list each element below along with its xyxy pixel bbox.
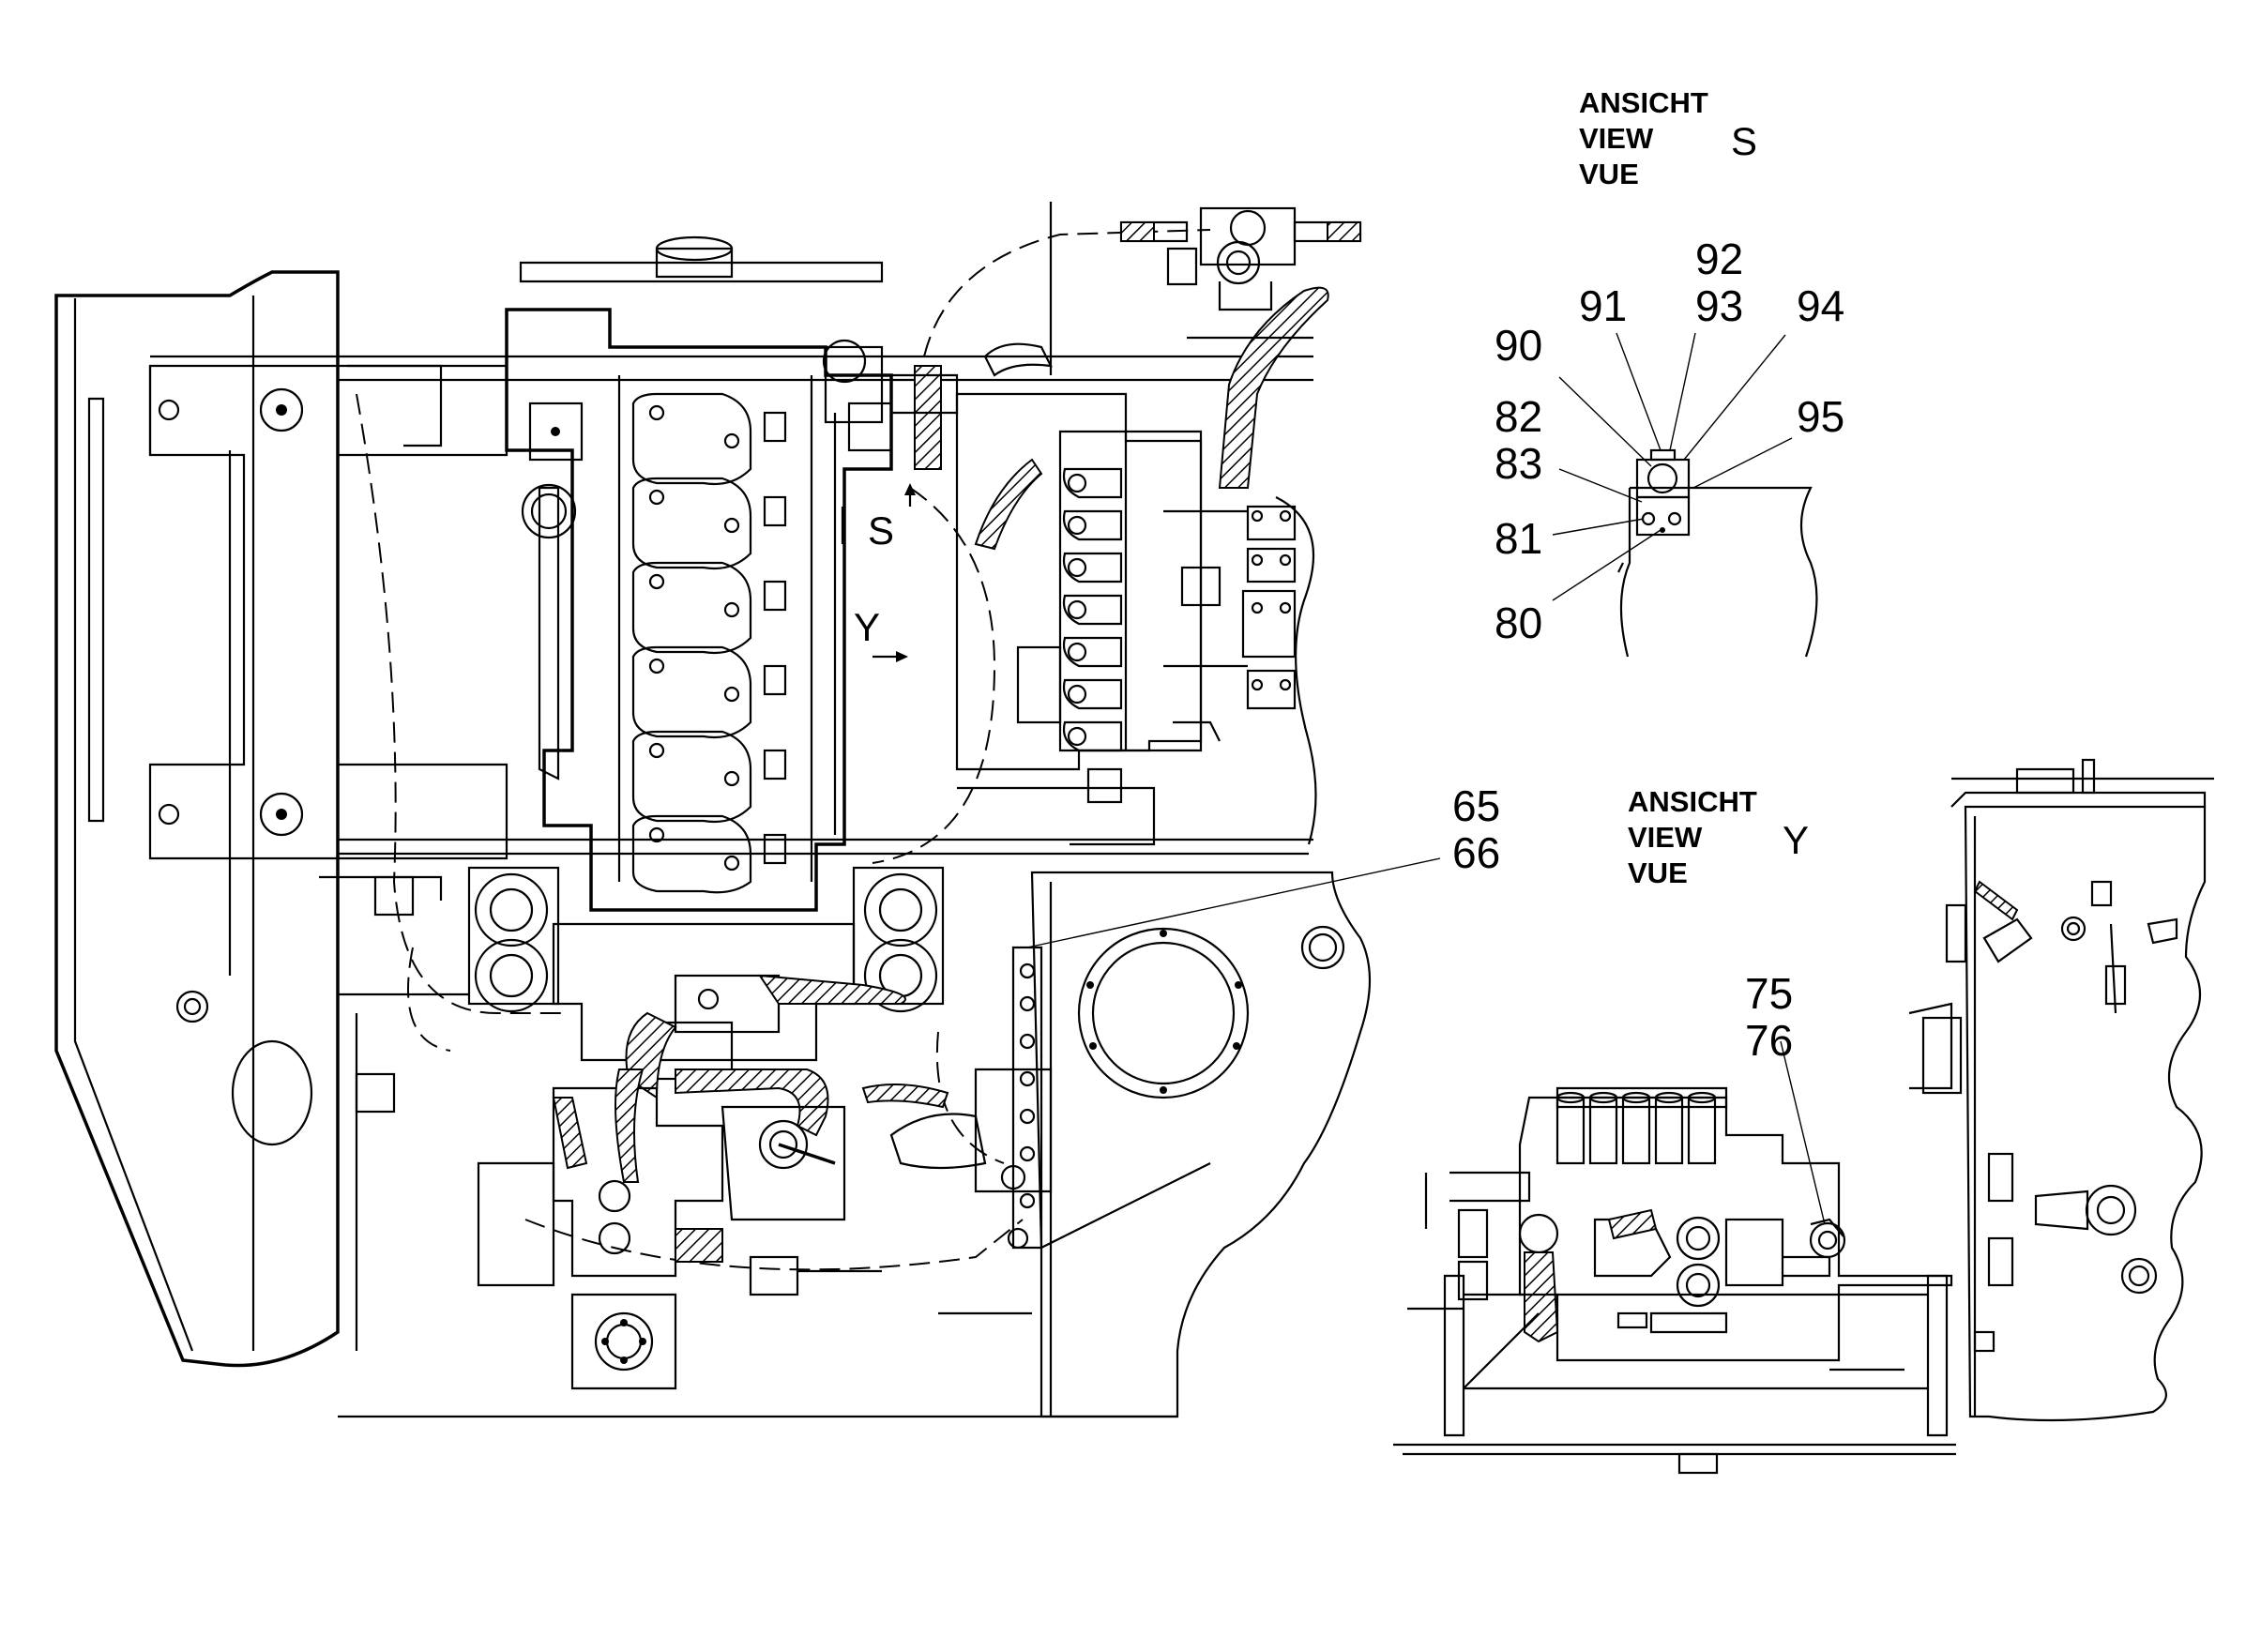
callout-91: 91: [1579, 281, 1627, 330]
callout-65: 65: [1452, 781, 1500, 830]
view-y-title: ANSICHT VIEW VUE Y: [1628, 785, 1809, 889]
view-s-part: [1617, 448, 1818, 658]
callout-95: 95: [1797, 392, 1844, 441]
engine-block: [505, 235, 893, 912]
frame-outline: [54, 270, 340, 1368]
valve-bank: [955, 392, 1317, 846]
view-y-title-line-1: ANSICHT: [1628, 785, 1757, 818]
valve-spools: [1062, 467, 1123, 752]
pump-assembly: [467, 342, 1053, 1390]
callout-92: 92: [1695, 235, 1743, 283]
view-s: ANSICHT VIEW VUE S: [1495, 86, 1844, 658]
view-s-marker: S: [868, 508, 894, 553]
main-view: S Y: [54, 202, 1372, 1418]
view-y-callouts: 75 76: [1745, 969, 1826, 1225]
view-markers: S Y: [854, 483, 916, 662]
round-cover-panel: [1011, 871, 1372, 1418]
view-s-title-line-1: ANSICHT: [1579, 86, 1708, 119]
view-s-callouts: 92 91 93 94 90 82 95 83 81 80: [1495, 235, 1844, 647]
callout-80: 80: [1495, 599, 1542, 647]
view-y-letter: Y: [1783, 818, 1809, 862]
bottom-frame: [338, 875, 1177, 1418]
top-solenoid: [1049, 202, 1362, 489]
callout-90: 90: [1495, 321, 1542, 370]
view-s-leaders: [1552, 332, 1793, 601]
view-s-title: ANSICHT VIEW VUE S: [1579, 86, 1757, 190]
view-y-marker: Y: [854, 605, 880, 649]
callout-81: 81: [1495, 514, 1542, 563]
callout-76: 76: [1745, 1016, 1793, 1065]
callout-94: 94: [1797, 281, 1844, 330]
callout-75: 75: [1745, 969, 1793, 1018]
view-y: ANSICHT VIEW VUE Y: [1393, 758, 2214, 1475]
callout-82: 82: [1495, 392, 1542, 441]
view-s-title-line-3: VUE: [1579, 158, 1639, 190]
callout-83: 83: [1495, 439, 1542, 488]
view-s-letter: S: [1731, 119, 1757, 163]
callout-66: 66: [1452, 828, 1500, 877]
view-y-machine: [1393, 758, 2214, 1475]
cylinder-heads: [631, 392, 787, 894]
view-y-title-line-3: VUE: [1628, 856, 1688, 889]
view-s-title-line-2: VIEW: [1579, 122, 1654, 155]
main-callouts: 65 66: [1026, 781, 1500, 948]
callout-93: 93: [1695, 281, 1743, 330]
view-y-title-line-2: VIEW: [1628, 821, 1703, 854]
